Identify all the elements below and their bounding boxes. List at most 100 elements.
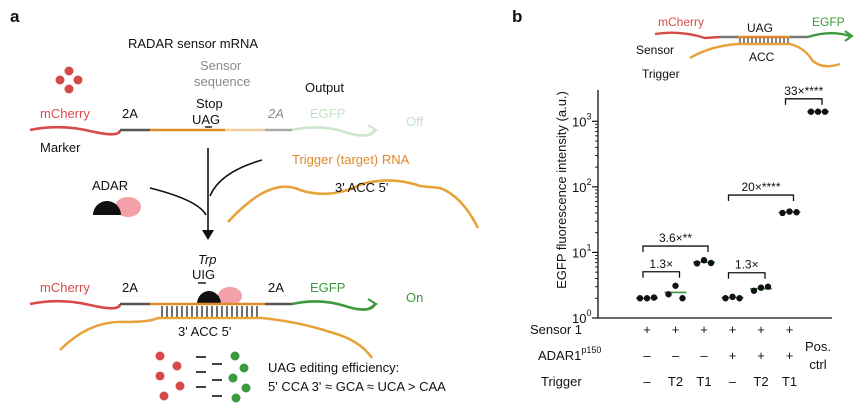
significance-bracket [784,98,823,105]
marker-label: Marker [40,140,81,155]
adar-bound-icon [197,287,242,305]
trigger-rna-bound [59,316,374,359]
schematic-sensor: Sensor [636,43,674,57]
significance-label: 3.6×** [659,231,692,245]
data-point [757,284,765,291]
two-a-label-bottom-2: 2A [268,280,284,295]
reaction-arrow [149,148,263,240]
condition-trigger: T2 [753,374,768,389]
row-label-trigger: Trigger [541,374,582,389]
condition-trigger: T2 [668,374,683,389]
y-tick-label: 101 [572,242,591,260]
panel-a-letter: a [10,7,20,26]
trigger-rna-strand [227,179,480,229]
condition-adar: + [757,348,765,363]
sensor-sequence-label-2: sequence [194,74,250,89]
data-point [729,293,736,301]
data-point [672,282,679,289]
row-label-sensor: Sensor 1 [530,322,582,337]
data-point [693,260,701,267]
schematic-egfp: EGFP [812,15,845,29]
y-tick-label: 100 [572,308,591,326]
significance-label: 1.3× [735,258,759,272]
adar-label: ADAR [92,178,128,193]
condition-trigger: T1 [696,374,711,389]
data-point [679,295,686,302]
panel-b-schematic [654,30,854,68]
data-point [779,209,786,217]
schematic-acc: ACC [749,50,775,64]
condition-sensor: + [786,322,794,337]
off-label: Off [406,114,423,129]
efficiency-line: 5' CCA 3' ≈ GCA ≈ UCA > CAA [268,379,446,394]
condition-adar: – [700,348,708,363]
significance-bracket [727,272,766,279]
condition-sensor: + [729,322,737,337]
significance-bracket [727,194,795,202]
data-point [821,108,829,115]
output-label: Output [305,80,344,95]
condition-adar: – [643,348,651,363]
chart-ylabel-1: EGFP fluorescence intensity (a.u.) [554,91,569,289]
trp-label: Trp [198,252,217,267]
sensor-sequence-label-1: Sensor [200,58,242,73]
data-point [736,295,743,302]
schematic-trigger: Trigger [642,67,680,81]
mcherry-label-bottom: mCherry [40,280,90,295]
data-point [764,283,772,290]
chart-y-ticks: 100 101 102 103 [572,111,598,326]
row-label-adar: ADAR1p150 [538,345,601,363]
two-a-label-top: 2A [122,106,138,121]
condition-trigger: T1 [782,374,797,389]
two-a-label-top-faded: 2A [267,106,284,121]
condition-trigger: – [729,374,737,389]
significance-label: 1.3× [649,257,673,271]
y-tick-label: 102 [572,177,591,195]
adar-enzyme-dots [55,66,83,94]
duplex-base-pairs [161,306,258,317]
condition-trigger: – [643,374,651,389]
data-point [650,294,658,301]
radar-title: RADAR sensor mRNA [128,36,258,51]
efficiency-dot-diagram [155,351,251,403]
data-point [807,108,815,115]
condition-adar: ctrl [809,357,826,372]
chart-points [636,108,829,302]
codon-uig: UIG [192,267,215,282]
bottom-sequence-label: 3' ACC 5' [178,324,231,339]
efficiency-title: UAG editing efficiency: [268,360,399,375]
condition-adar: – [672,348,680,363]
trigger-sequence-label: 3' ACC 5' [335,180,388,195]
egfp-label-bottom: EGFP [310,280,345,295]
data-point [786,208,793,215]
condition-sensor: + [757,322,765,337]
adar-enzyme-icon [93,197,141,217]
condition-sensor: + [700,322,708,337]
schematic-mcherry: mCherry [658,15,704,29]
significance-label: 33×**** [784,84,823,98]
condition-sensor: + [672,322,680,337]
data-point [643,295,651,302]
y-tick-label: 103 [572,111,591,129]
mcherry-label-top: mCherry [40,106,90,121]
condition-adar: + [729,348,737,363]
sensor-mrna-bottom [29,298,379,311]
panel-b-letter: b [512,7,522,26]
data-point [750,287,758,294]
data-point [814,108,822,115]
significance-bracket [642,271,681,278]
condition-adar: + [786,348,794,363]
data-point [665,291,672,298]
data-point [636,295,644,302]
data-point [700,257,708,264]
sensor-mrna-top [29,124,379,137]
chart-brackets: 1.3×3.6×**1.3×20×****33×**** [642,84,824,279]
schematic-uag: UAG [747,21,773,35]
stop-label: Stop [196,96,223,111]
significance-bracket [642,245,709,253]
data-point [707,259,715,267]
condition-sensor: Pos. [805,339,831,354]
egfp-label-top-faded: EGFP [310,106,345,121]
